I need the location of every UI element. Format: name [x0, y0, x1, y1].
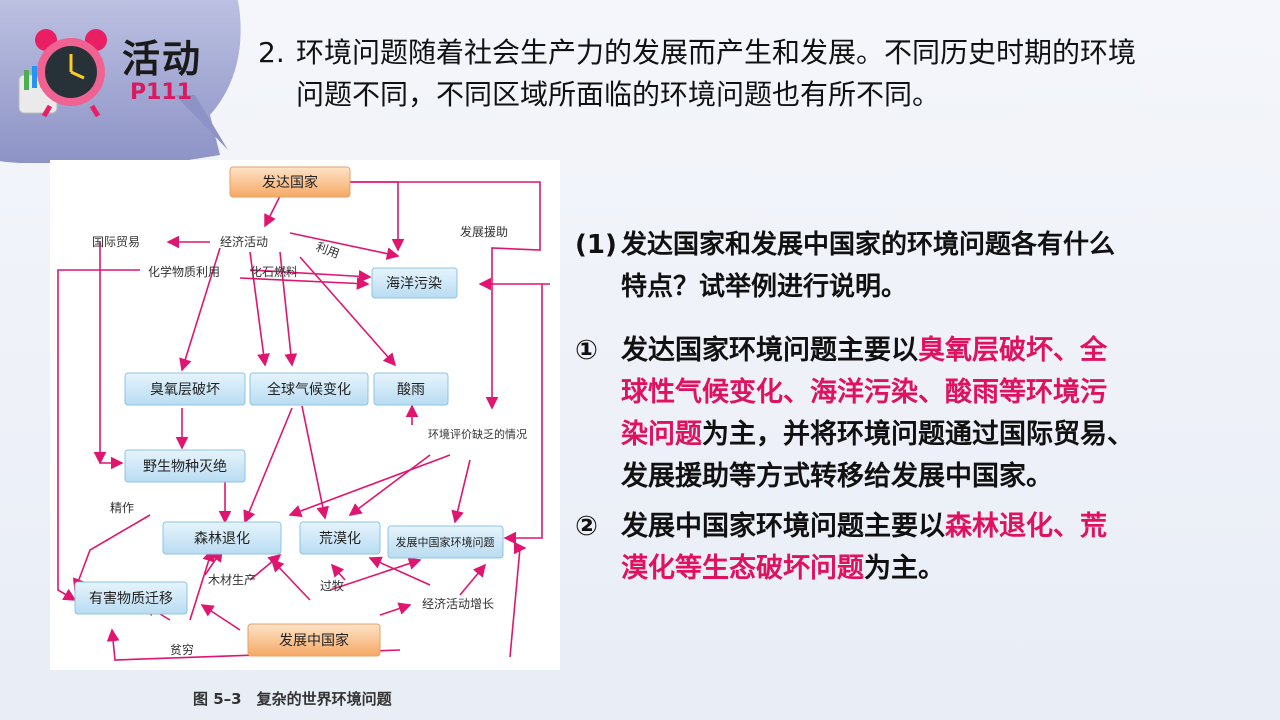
activity-title: 活动 — [122, 37, 203, 81]
page-reference: P111 — [130, 80, 193, 105]
node-harmful-transfer: 有害物质迁移 — [74, 581, 188, 615]
label-poverty: 贫穷 — [170, 642, 194, 657]
question-line-1: 发达国家和发展中国家的环境问题各有什么 — [621, 230, 1116, 260]
label-grazing: 过牧 — [320, 579, 344, 593]
question-line-2: 特点？试举例进行说明。 — [621, 272, 908, 302]
intro-line-1: 环境问题随着社会生产力的发展而产生和发展。不同历史时期的环境 — [296, 36, 1137, 69]
diagram-arrows — [57, 181, 550, 661]
intro-number: 2. — [258, 36, 285, 69]
node-climate-change: 全球气候变化 — [249, 372, 369, 406]
answer-1-highlight: 球性气候变化、海洋污染、酸雨等环境污 — [621, 377, 1107, 408]
intro-text: 2. 环境问题随着社会生产力的发展而产生和发展。不同历史时期的环境 问题不同，不同… — [258, 32, 1248, 116]
node-ocean-pollution: 海洋污染 — [371, 267, 458, 299]
answer-2: ② 发展中国家环境问题主要以森林退化、荒 漠化等生态破坏问题为主。 — [575, 506, 1235, 590]
label-econ: 经济活动 — [220, 234, 268, 249]
node-ozone-depletion: 臭氧层破坏 — [124, 372, 246, 406]
label-farming: 精作 — [110, 501, 134, 515]
answer-1-highlight: 臭氧层破坏、全 — [918, 335, 1107, 366]
answer-2-text: 为主。 — [864, 553, 945, 584]
node-acid-rain: 酸雨 — [373, 372, 449, 406]
label-eval: 环境评价缺乏的情况 — [428, 427, 527, 441]
node-desertification: 荒漠化 — [299, 521, 381, 555]
answer-1-text: 为主，并将环境问题通过国际贸易、 — [702, 419, 1134, 450]
answer-1-highlight: 染问题 — [621, 419, 702, 450]
svg-text:发展中国家环境问题: 发展中国家环境问题 — [396, 535, 495, 549]
intro-line-2: 问题不同，不同区域所面临的环境问题也有所不同。 — [296, 78, 941, 111]
svg-text:海洋污染: 海洋污染 — [386, 275, 442, 291]
environment-diagram: 发达国家 海洋污染 臭氧层破坏 全球气候变化 酸雨 野生物种灭绝 森林退化 荒漠… — [50, 160, 560, 670]
label-growth: 经济活动增长 — [422, 596, 494, 611]
answer-1-text: 发展援助等方式转移给发展中国家。 — [621, 461, 1053, 492]
answer-2-text: 发展中国家环境问题主要以 — [621, 511, 945, 542]
question: (1)发达国家和发展中国家的环境问题各有什么 特点？试举例进行说明。 — [575, 224, 1235, 308]
svg-text:全球气候变化: 全球气候变化 — [267, 381, 351, 397]
svg-text:发展中国家: 发展中国家 — [279, 632, 349, 648]
alarm-clock-icon — [18, 29, 107, 118]
svg-text:臭氧层破坏: 臭氧层破坏 — [150, 381, 220, 397]
label-aid: 发展援助 — [460, 224, 508, 239]
answer-1-text: 发达国家环境问题主要以 — [621, 335, 918, 366]
svg-text:酸雨: 酸雨 — [397, 381, 425, 397]
label-fossil: 化石燃料 — [250, 264, 298, 279]
diagram-caption: 图 5–3 复杂的世界环境问题 — [193, 690, 392, 708]
svg-text:发达国家: 发达国家 — [262, 174, 318, 190]
answer-2-highlight: 森林退化、荒 — [945, 511, 1107, 542]
svg-text:森林退化: 森林退化 — [194, 530, 250, 546]
label-timber: 木材生产 — [208, 573, 256, 587]
question-marker: (1) — [575, 230, 617, 260]
answer-1: ① 发达国家环境问题主要以臭氧层破坏、全 球性气候变化、海洋污染、酸雨等环境污 染… — [575, 330, 1235, 498]
node-developing-problems: 发展中国家环境问题 — [387, 525, 504, 559]
svg-text:野生物种灭绝: 野生物种灭绝 — [143, 458, 227, 474]
node-species-extinction: 野生物种灭绝 — [124, 449, 246, 483]
answer-1-marker: ① — [575, 335, 598, 366]
label-chem: 化学物质利用 — [148, 264, 220, 279]
label-trade: 国际贸易 — [92, 235, 140, 249]
svg-text:荒漠化: 荒漠化 — [319, 530, 361, 546]
node-forest-degradation: 森林退化 — [162, 521, 282, 555]
node-developed-country: 发达国家 — [229, 166, 351, 198]
answer-2-marker: ② — [575, 511, 598, 542]
answer-2-highlight: 漠化等生态破坏问题 — [621, 553, 864, 584]
svg-text:有害物质迁移: 有害物质迁移 — [89, 590, 173, 606]
node-developing-country: 发展中国家 — [247, 623, 381, 657]
